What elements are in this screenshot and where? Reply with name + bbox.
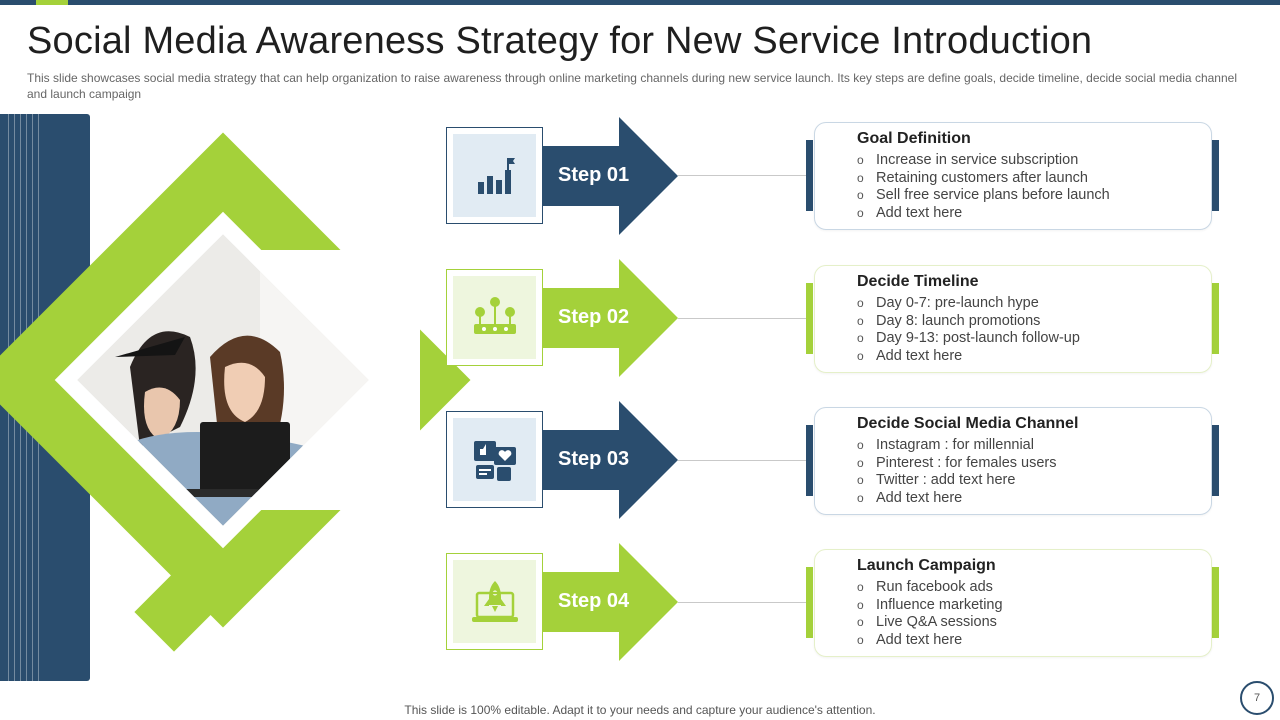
card-04-right-bar — [1212, 567, 1219, 638]
slide-footer: This slide is 100% editable. Adapt it to… — [404, 703, 876, 717]
card-01-left-bar — [806, 140, 813, 211]
step-04-icon-box — [446, 553, 543, 650]
step-02-icon-box — [446, 269, 543, 366]
bar-chart-flag-icon — [477, 157, 515, 194]
slide-subtitle: This slide showcases social media strate… — [27, 71, 1237, 101]
timeline-icon — [473, 296, 516, 334]
step-01-arrow — [543, 117, 678, 235]
connector-03 — [678, 460, 808, 461]
rocket-laptop-icon — [471, 580, 518, 622]
step-01: Step 01 — [446, 117, 678, 235]
step-01-label: Step 01 — [558, 164, 630, 186]
card-title: Launch Campaign — [857, 557, 996, 574]
step-04-arrow — [543, 543, 678, 661]
step-03-arrow — [543, 401, 678, 519]
page-number: 7 — [1240, 681, 1274, 715]
top-accent — [36, 0, 68, 5]
step-03: Step 03 — [446, 401, 678, 519]
step-02-arrow — [543, 259, 678, 377]
step-04: Step 04 — [446, 543, 678, 661]
slide-title: Social Media Awareness Strategy for New … — [27, 20, 1093, 62]
card-03-right-bar — [1212, 425, 1219, 496]
card-title: Goal Definition — [857, 130, 971, 147]
connector-01 — [678, 175, 808, 176]
card-03-left-bar — [806, 425, 813, 496]
card-04-left-bar — [806, 567, 813, 638]
step-01-icon-box — [446, 127, 543, 224]
card-02-right-bar — [1212, 283, 1219, 354]
step-03-icon-box — [446, 411, 543, 508]
card-01-right-bar — [1212, 140, 1219, 211]
connector-04 — [678, 602, 808, 603]
step-02-label: Step 02 — [558, 306, 630, 328]
top-bar — [0, 0, 1280, 5]
connector-02 — [678, 318, 808, 319]
social-media-icon — [473, 440, 516, 481]
card-title: Decide Social Media Channel — [857, 415, 1079, 432]
step-04-label: Step 04 — [558, 590, 630, 612]
step-02: Step 02 — [446, 259, 678, 377]
step-03-label: Step 03 — [558, 448, 630, 470]
card-title: Decide Timeline — [857, 273, 979, 290]
card-02-left-bar — [806, 283, 813, 354]
